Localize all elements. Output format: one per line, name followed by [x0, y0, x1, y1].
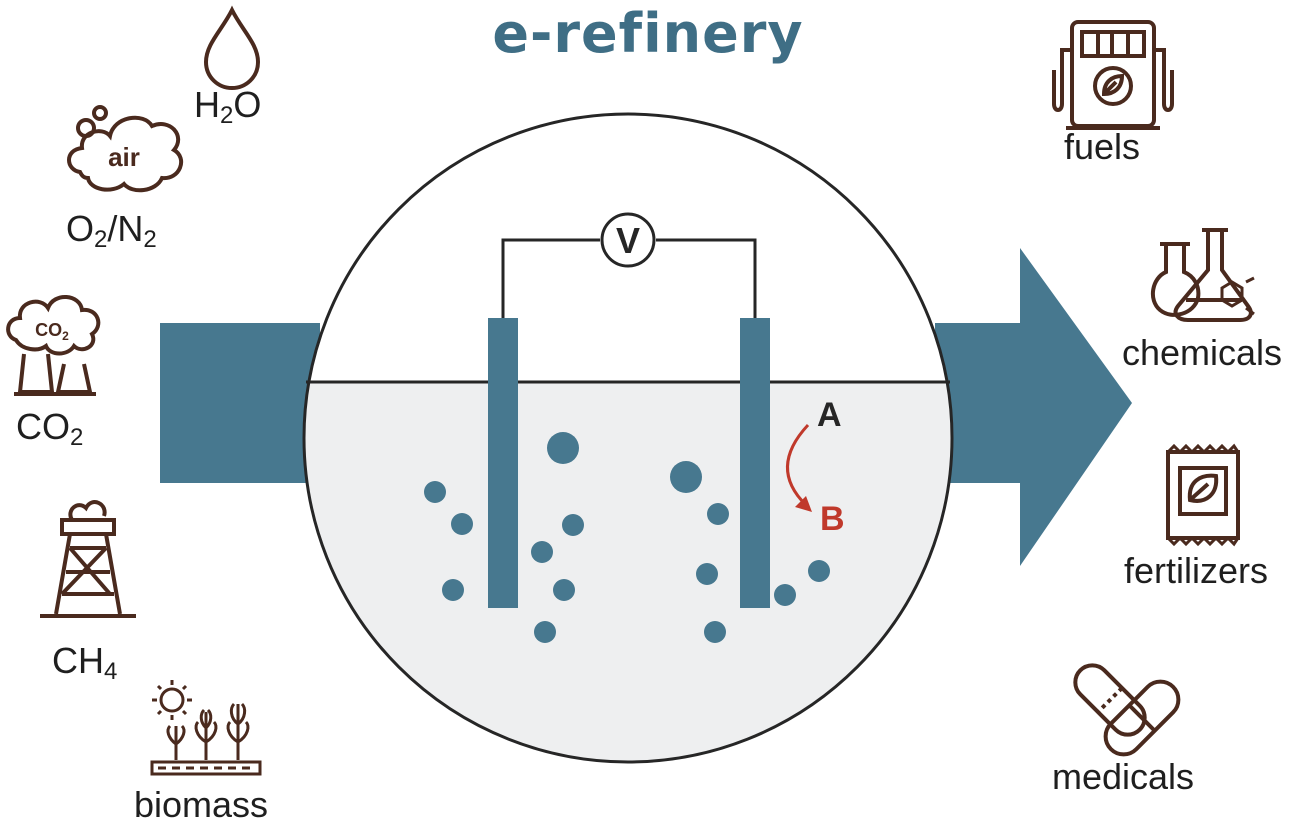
electrode-right	[740, 318, 770, 608]
water-drop-icon	[203, 5, 261, 91]
gas-derrick-icon	[40, 500, 136, 618]
plants-sun-icon	[150, 680, 262, 776]
input-arrow-tail	[160, 323, 320, 483]
pills-icon	[1073, 663, 1181, 757]
bubble	[704, 621, 726, 643]
reactant-a-label: A	[817, 396, 842, 434]
co2-cloud-text: CO2	[35, 320, 69, 343]
bubble	[670, 461, 702, 493]
voltmeter-label: V	[616, 220, 640, 261]
fertilizer-bag-icon	[1166, 443, 1240, 547]
reaction-arrow	[786, 423, 810, 507]
output-label-fuels: fuels	[1064, 126, 1141, 167]
input-label-air: O2/N2	[66, 208, 157, 253]
product-b-label: B	[820, 500, 845, 538]
flasks-icon	[1150, 228, 1255, 322]
input-label-co2: CO2	[16, 406, 84, 451]
output-label-fertilizers: fertilizers	[1124, 550, 1269, 591]
voltmeter-icon: V	[600, 212, 656, 268]
bubble	[534, 621, 556, 643]
input-label-ch4: CH4	[52, 640, 118, 685]
air-cloud-icon	[67, 105, 184, 193]
fuel-pump-icon	[1052, 20, 1174, 130]
bubble	[547, 432, 579, 464]
output-arrow-head	[935, 248, 1132, 566]
circuit-wire	[501, 238, 600, 320]
bubble	[808, 560, 830, 582]
bubble	[531, 541, 553, 563]
co2-factory-icon	[6, 295, 101, 396]
circuit-wire-right	[656, 238, 757, 320]
input-label-biomass: biomass	[134, 784, 269, 825]
bubble	[707, 503, 729, 525]
bubble	[774, 584, 796, 606]
diagram-title: e-refinery	[492, 2, 804, 65]
bubble	[442, 579, 464, 601]
output-label-chemicals: chemicals	[1122, 332, 1283, 373]
bubble	[696, 563, 718, 585]
electrode-left	[488, 318, 518, 608]
bubble	[562, 514, 584, 536]
reaction-arrowhead	[795, 496, 812, 512]
cell-outline	[302, 112, 954, 764]
output-label-medicals: medicals	[1052, 756, 1195, 797]
bubble	[451, 513, 473, 535]
input-label-water: H2O	[194, 84, 262, 129]
gas-bubbles	[424, 432, 830, 643]
bubble	[553, 579, 575, 601]
bubble	[424, 481, 446, 503]
electrolyte	[304, 382, 952, 762]
air-cloud-text: air	[108, 142, 140, 172]
electrochemical-cell: V	[302, 112, 954, 764]
